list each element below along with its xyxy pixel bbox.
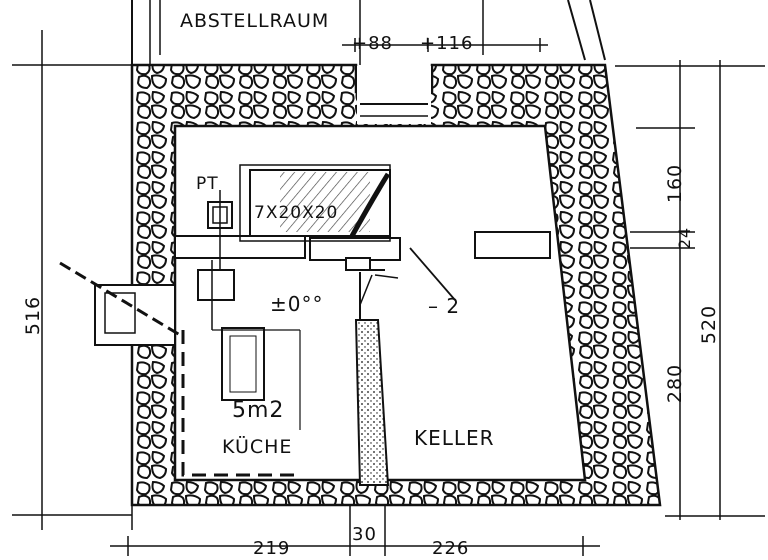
minus-two-label: – 2: [428, 294, 461, 318]
room-label-kueche: KÜCHE: [222, 436, 293, 458]
dimension-bottom-30: 30: [352, 524, 377, 545]
dimension-top-116: +116: [420, 33, 474, 54]
left-dimension-line: [12, 30, 132, 530]
dim-116-value: 116: [436, 33, 474, 54]
top-dimension-line: [342, 38, 548, 52]
room-label-abstellraum: ABSTELLRAUM: [180, 10, 330, 32]
lintel-right: [474, 231, 551, 259]
dimension-right-160: 160: [664, 163, 687, 204]
stone-walls: [130, 63, 662, 507]
top-doorway: [357, 66, 431, 124]
dimension-bottom-226: 226: [432, 538, 470, 559]
dimension-right-280: 280: [664, 363, 687, 404]
room-label-keller: KELLER: [414, 426, 495, 450]
level-label: ±0°°: [270, 292, 324, 316]
kitchen-outline: [181, 330, 300, 477]
stair-label: 7X20X20: [254, 203, 339, 223]
dim-88-value: 88: [368, 33, 393, 54]
dimension-right-24: 24: [675, 226, 695, 250]
kitchen-stove: [197, 269, 235, 301]
dimension-right-520: 520: [698, 304, 721, 345]
dimension-left-516: 516: [22, 295, 45, 336]
right-dimension-lines: [615, 60, 765, 520]
area-label: 5m2: [232, 398, 285, 423]
dimension-bottom-219: 219: [253, 538, 291, 559]
kitchen-table: [221, 327, 265, 401]
bottom-dimension-line: [110, 505, 600, 556]
partition-wall: [354, 319, 390, 486]
minus-two-value: 2: [446, 294, 461, 318]
dimension-top-88: +88: [352, 33, 393, 54]
staircase: [239, 164, 391, 242]
pt-label: PT: [196, 174, 219, 194]
